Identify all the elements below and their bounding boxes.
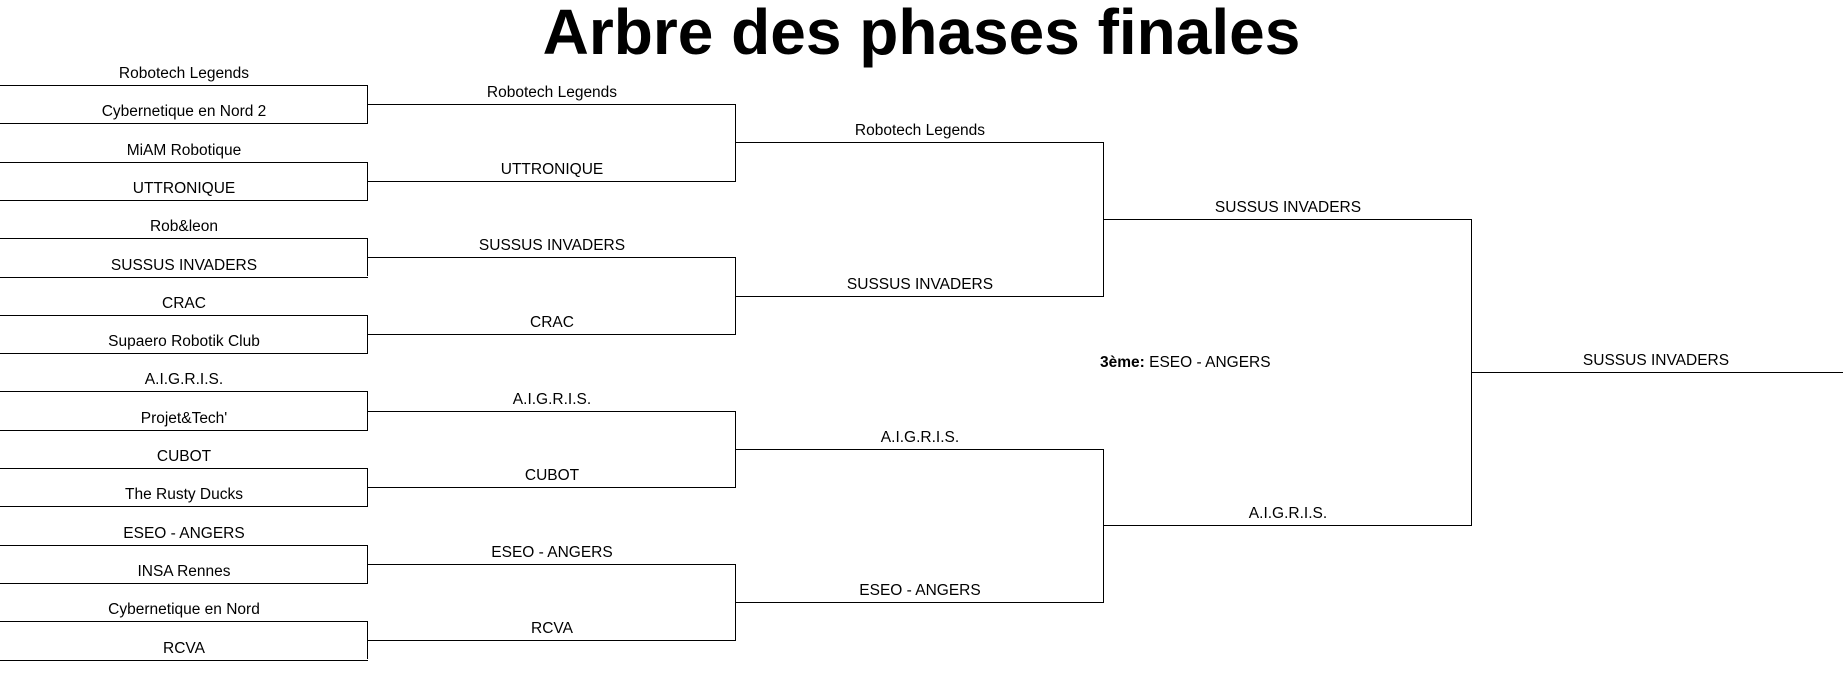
- team-slot: SUSSUS INVADERS: [110, 256, 258, 274]
- third-place-label: 3ème:: [1100, 354, 1145, 371]
- team-slot: A.I.G.R.I.S.: [144, 371, 224, 389]
- bracket-line: [368, 640, 736, 642]
- bracket-line: [368, 410, 736, 412]
- team-slot: A.I.G.R.I.S.: [1248, 505, 1328, 523]
- bracket-line: [0, 123, 368, 125]
- bracket-line: [368, 180, 736, 182]
- page-title: Arbre des phases finales: [542, 0, 1301, 68]
- team-slot: Robotech Legends: [854, 122, 986, 140]
- bracket-line: [736, 448, 1104, 450]
- bracket-line: [0, 314, 368, 316]
- team-slot: ESEO - ANGERS: [859, 582, 981, 600]
- bracket-line: [0, 85, 368, 86]
- bracket-line: [0, 199, 368, 201]
- bracket-line: [0, 544, 368, 546]
- bracket-line: [0, 506, 368, 508]
- bracket-line: [0, 468, 368, 469]
- team-slot: Rob&leon: [149, 218, 219, 236]
- bracket-line: [0, 238, 368, 240]
- bracket-line: [736, 602, 1104, 604]
- bracket-line: [0, 582, 368, 584]
- team-slot: RCVA: [531, 620, 573, 638]
- team-slot: RCVA: [163, 639, 205, 657]
- team-slot: Robotech Legends: [118, 65, 250, 82]
- bracket-connector: [1103, 142, 1104, 296]
- team-slot: A.I.G.R.I.S.: [880, 428, 960, 446]
- bracket-connector: [735, 410, 736, 488]
- bracket-line: [368, 487, 736, 489]
- team-slot: UTTRONIQUE: [132, 179, 236, 197]
- bracket-line: [368, 104, 736, 106]
- bracket-line: [0, 391, 368, 393]
- bracket-line: [1104, 525, 1472, 527]
- champion-slot: SUSSUS INVADERS: [1582, 352, 1730, 370]
- bracket-connector: [367, 544, 368, 583]
- bracket-line: [0, 621, 368, 623]
- bracket-line: [368, 257, 736, 259]
- bracket-connector: [367, 391, 368, 430]
- bracket-connector: [367, 238, 368, 277]
- bracket-line: [1472, 372, 1843, 374]
- team-slot: ESEO - ANGERS: [491, 543, 613, 561]
- bracket-line: [0, 276, 368, 278]
- bracket-line: [0, 659, 368, 661]
- bracket-connector: [367, 161, 368, 200]
- bracket-line: [736, 142, 1104, 144]
- team-slot: Robotech Legends: [486, 84, 618, 102]
- team-slot: INSA Rennes: [137, 562, 231, 580]
- bracket-connector: [1471, 219, 1472, 526]
- bracket-connector: [1103, 448, 1104, 603]
- team-slot: MiAM Robotique: [126, 141, 242, 159]
- bracket-line: [1104, 219, 1472, 221]
- team-slot: CRAC: [530, 313, 574, 331]
- team-slot: CUBOT: [524, 467, 580, 485]
- third-place-team: ESEO - ANGERS: [1149, 354, 1271, 371]
- bracket-connector: [367, 314, 368, 354]
- team-slot: UTTRONIQUE: [500, 160, 604, 178]
- bracket-line: [368, 333, 736, 335]
- team-slot: The Rusty Ducks: [124, 486, 243, 504]
- team-slot: SUSSUS INVADERS: [846, 275, 994, 293]
- bracket-line: [0, 353, 368, 355]
- team-slot: CRAC: [162, 294, 206, 312]
- bracket-line: [0, 429, 368, 431]
- third-place-result: 3ème: ESEO - ANGERS: [1100, 354, 1480, 372]
- team-slot: A.I.G.R.I.S.: [512, 390, 592, 408]
- bracket-line: [736, 295, 1104, 297]
- bracket-line: [368, 563, 736, 565]
- team-slot: Cybernetique en Nord 2: [101, 103, 267, 121]
- bracket-connector: [367, 621, 368, 660]
- bracket-connector: [735, 257, 736, 334]
- team-slot: SUSSUS INVADERS: [478, 237, 626, 255]
- bracket-connector: [735, 563, 736, 641]
- team-slot: Cybernetique en Nord: [108, 601, 260, 619]
- bracket-line: [0, 161, 368, 163]
- bracket-connector: [735, 104, 736, 181]
- team-slot: Projet&Tech': [140, 409, 228, 427]
- team-slot: CUBOT: [156, 448, 212, 465]
- team-slot: SUSSUS INVADERS: [1214, 199, 1362, 217]
- bracket-connector: [367, 85, 368, 124]
- team-slot: Supaero Robotik Club: [108, 333, 260, 351]
- team-slot: ESEO - ANGERS: [123, 524, 245, 542]
- bracket-connector: [367, 468, 368, 507]
